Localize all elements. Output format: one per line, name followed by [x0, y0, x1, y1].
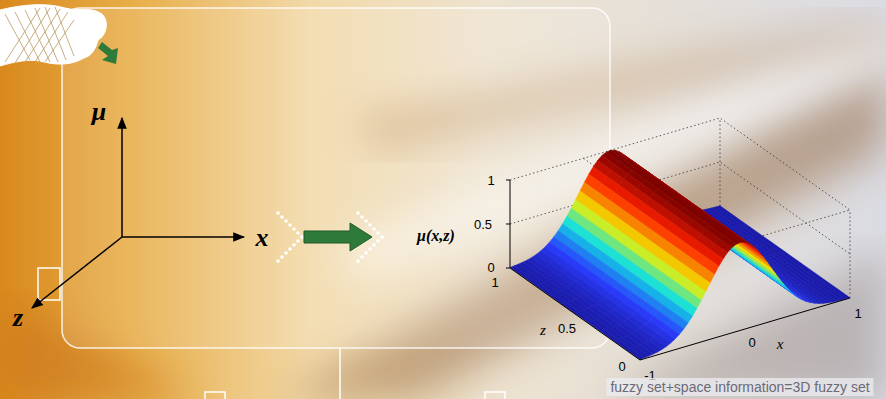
chevron-dot [296, 231, 300, 235]
hand-icon [0, 5, 118, 66]
caption: fuzzy set+space information=3D fuzzy set [606, 378, 873, 396]
base-axis [510, 268, 850, 360]
panel-stem [339, 348, 341, 399]
chevron-dot [364, 219, 368, 223]
tick-label: 1 [487, 174, 494, 187]
surface-patch [763, 265, 780, 280]
chevron-dot [360, 255, 364, 259]
chevron-dot [360, 215, 364, 219]
chevron-dot [380, 235, 384, 239]
panel-frame [62, 8, 610, 348]
chevron-dot [380, 235, 384, 239]
chevron-dot [276, 211, 280, 215]
surface-patch [562, 303, 579, 314]
tick-label: 0 [748, 336, 755, 349]
grid-line [510, 118, 850, 210]
chevron-dot [376, 231, 380, 235]
chevron-arrow [276, 211, 384, 263]
surface-patch [549, 293, 566, 304]
chevron-dot [372, 243, 376, 247]
small-square [485, 392, 505, 399]
tick-mark [506, 268, 510, 269]
tick-label: 1 [854, 307, 861, 320]
axis-label: x [256, 225, 269, 251]
tick-label: z [540, 323, 546, 338]
surface-patch [758, 259, 775, 274]
surface-patch [601, 330, 618, 341]
surface-patch [614, 339, 631, 350]
tick-mark [506, 180, 510, 181]
chevron-dot [292, 227, 296, 231]
grid-line [850, 210, 851, 298]
small-square [205, 392, 225, 399]
chevron-dot [280, 215, 284, 219]
chevron-dot [300, 235, 304, 239]
surface-patch [523, 275, 540, 286]
chevron-dot [284, 219, 288, 223]
tick-label: x [777, 337, 784, 352]
grid-line [584, 158, 714, 250]
surface-patch [750, 247, 767, 262]
axis-label: μ [92, 99, 106, 125]
chevron-dot [376, 239, 380, 243]
function-label: μ(x,z) [417, 228, 455, 244]
tick-label: 0.5 [558, 322, 576, 335]
chevron-dot [284, 251, 288, 255]
chevron-dot [296, 239, 300, 243]
tick-label: 0 [618, 360, 625, 373]
tick-label: 1 [491, 276, 498, 289]
surface-patch [754, 253, 771, 268]
surface-patch [588, 321, 605, 332]
chevron-dot [276, 259, 280, 263]
tick-mark [506, 224, 510, 225]
tick-label: 0.5 [474, 218, 492, 231]
chevron-dot [368, 223, 372, 227]
chevron-dot [300, 235, 304, 239]
chevron-dot [280, 255, 284, 259]
chevron-dot [288, 223, 292, 227]
chevron-dot [364, 251, 368, 255]
chevron-dot [288, 247, 292, 251]
axis-label: z [13, 305, 23, 331]
chevron-dot [356, 211, 360, 215]
chevron-dot [372, 227, 376, 231]
chevron-dot [292, 243, 296, 247]
surface-patch [510, 266, 527, 277]
tick-label: 0 [487, 261, 494, 274]
surface-patch [627, 349, 644, 360]
axes-3d [32, 118, 244, 308]
surface-patch [536, 284, 553, 295]
chevron-dot [368, 247, 372, 251]
grid-line [720, 118, 721, 206]
surface-patch [575, 312, 592, 323]
grid-line [640, 210, 850, 360]
surface-plot [506, 118, 850, 360]
chevron-dot [356, 259, 360, 263]
